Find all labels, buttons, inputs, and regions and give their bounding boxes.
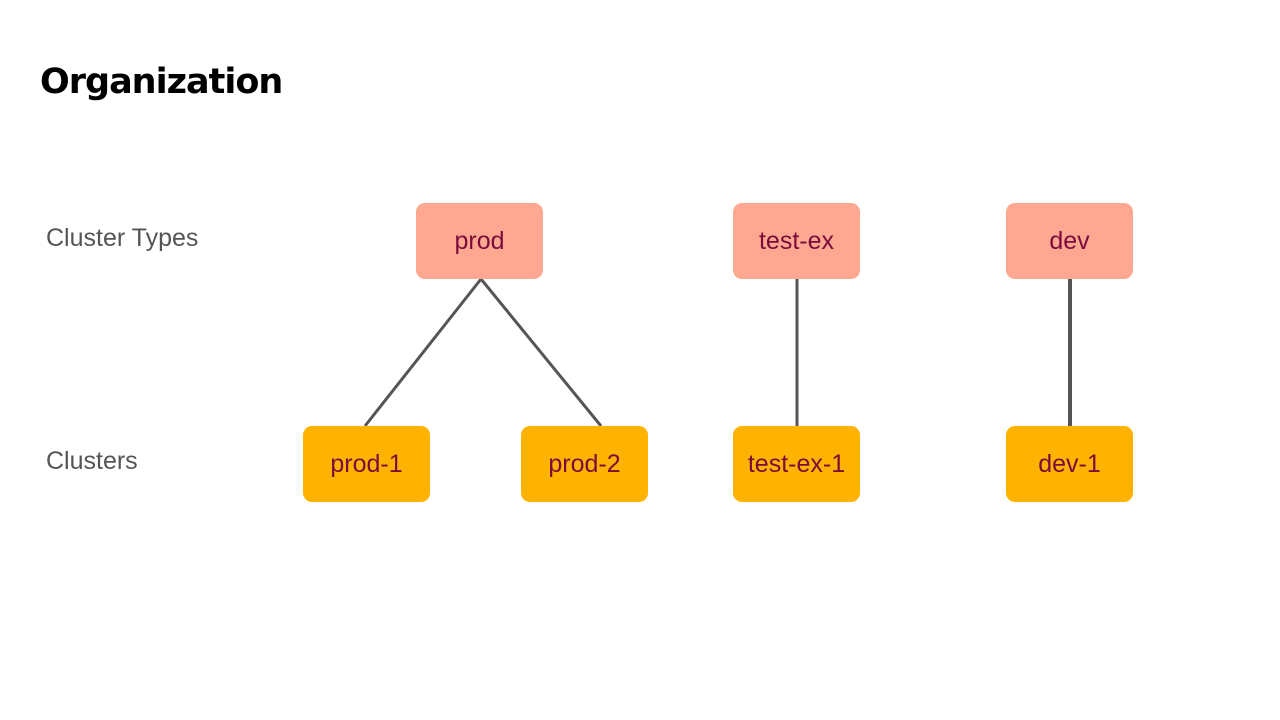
node-cluster-prod-1[interactable]: prod-1 — [303, 426, 430, 502]
node-type-test-ex[interactable]: test-ex — [733, 203, 860, 279]
node-cluster-dev-1[interactable]: dev-1 — [1006, 426, 1133, 502]
row-label-cluster-types: Cluster Types — [46, 224, 199, 252]
node-type-dev[interactable]: dev — [1006, 203, 1133, 279]
edge-prod-to-prod-1 — [363, 278, 483, 427]
row-label-clusters: Clusters — [46, 447, 138, 475]
node-type-prod[interactable]: prod — [416, 203, 543, 279]
node-cluster-prod-2[interactable]: prod-2 — [521, 426, 648, 502]
edge-prod-to-prod-2 — [479, 278, 603, 427]
slide-title: Organization — [40, 62, 283, 102]
node-cluster-test-ex-1[interactable]: test-ex-1 — [733, 426, 860, 502]
